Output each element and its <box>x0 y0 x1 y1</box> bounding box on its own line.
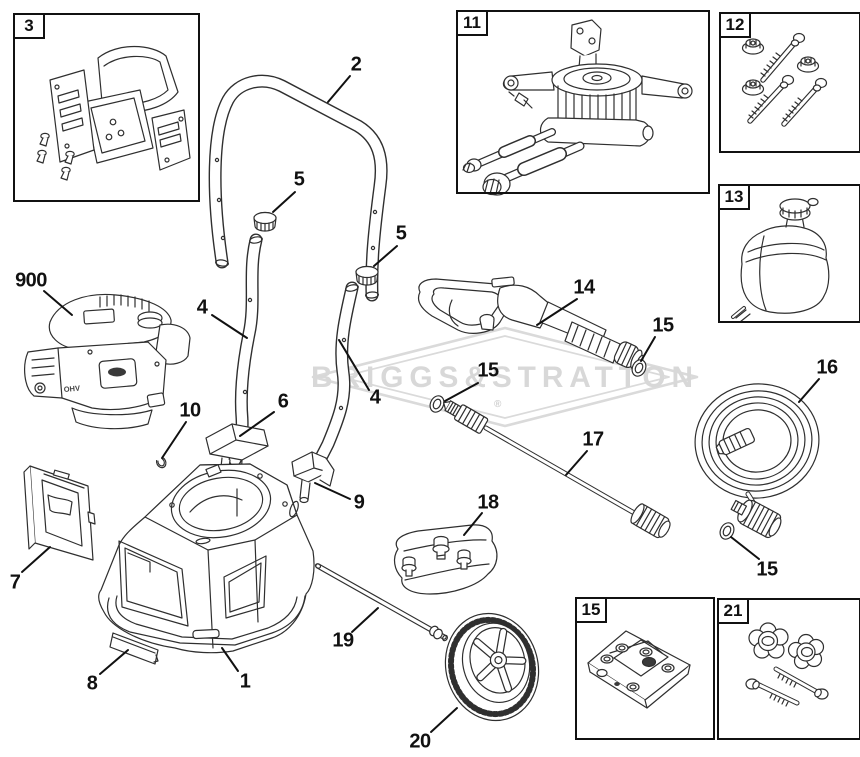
hose-illustration <box>694 383 820 539</box>
callout-spray-wand: 17 <box>582 428 604 451</box>
callout-o-ring-hose: 15 <box>756 558 778 581</box>
callout-bracket-right: 9 <box>353 491 365 514</box>
o-ring-spray-gun <box>631 359 647 377</box>
callout-cap-right: 5 <box>395 222 407 245</box>
callout-wheel: 20 <box>409 730 431 753</box>
callout-o-ring-wand: 15 <box>477 359 499 382</box>
upper-handle-illustration <box>208 74 388 302</box>
wheel-spokes <box>473 627 527 693</box>
panel-label-3: 3 <box>13 13 45 39</box>
handle-bracket-right <box>291 451 335 504</box>
o-ring-hose <box>719 522 735 540</box>
base-unit-illustration <box>98 463 315 654</box>
callout-tube-right: 4 <box>369 386 381 409</box>
panel-mounting-hardware: 12 <box>719 12 860 153</box>
callout-bracket-left: 6 <box>277 390 289 413</box>
panel-knob-bolt-kit: 21 <box>717 598 860 740</box>
engine-illustration: OHV <box>24 293 191 430</box>
panel-console-kit: 3 <box>13 13 200 202</box>
detergent-tank-illustration <box>731 197 830 323</box>
callout-axle-rod: 19 <box>332 629 354 652</box>
panel-label-21: 21 <box>717 598 749 624</box>
panel-pump-assembly: 11 <box>456 10 710 194</box>
fittings-bag-illustration <box>393 524 498 595</box>
pump-illustration <box>462 19 693 196</box>
callout-upper-handle: 2 <box>350 53 362 76</box>
panel-label-13: 13 <box>718 184 750 210</box>
callout-tube-left: 4 <box>196 296 208 319</box>
callout-o-ring-gun: 15 <box>652 314 674 337</box>
callout-fittings-bag: 18 <box>477 491 499 514</box>
handle-cap-left <box>253 211 277 232</box>
callout-retaining-clip: 10 <box>179 399 201 422</box>
support-frame-illustration <box>23 465 96 561</box>
panel-label-15: 15 <box>575 597 607 623</box>
panel-label-11: 11 <box>456 10 488 36</box>
bolts <box>747 32 828 127</box>
knob-bolt-kit-illustration <box>745 622 829 707</box>
mounting-hardware-illustration <box>741 32 828 127</box>
engine-badge-text: OHV <box>63 384 80 394</box>
carriage-bolts <box>745 666 829 707</box>
callout-foot-pad: 8 <box>86 672 98 695</box>
callout-leader-lines <box>21 75 820 733</box>
star-knob-left <box>748 622 789 659</box>
star-knob-right <box>787 633 825 670</box>
flange-nuts <box>741 38 820 96</box>
callout-spray-gun: 14 <box>573 276 595 299</box>
callout-cap-left: 5 <box>293 168 305 191</box>
foot-pad-illustration <box>109 632 159 665</box>
spray-gun-illustration <box>417 276 644 370</box>
axle-rod-illustration <box>314 563 448 642</box>
console-illustration <box>36 46 191 181</box>
panel-label-12: 12 <box>719 12 751 38</box>
callout-base-unit: 1 <box>239 670 251 693</box>
callout-hose: 16 <box>816 356 838 379</box>
watermark-registered-mark: ® <box>494 399 502 410</box>
callout-engine: 900 <box>15 269 47 292</box>
handle-cap-right <box>355 265 379 286</box>
spray-wand-illustration <box>443 400 671 539</box>
callout-support-frame: 7 <box>9 571 21 594</box>
brand-watermark: BRIGGS&STRATTON ® <box>311 326 699 428</box>
panel-nozzle-plate-kit: 15 <box>575 597 715 740</box>
bag-fittings <box>401 535 472 577</box>
plate-grommets <box>596 643 675 692</box>
wheel-illustration <box>444 612 540 722</box>
retaining-clip <box>155 457 167 469</box>
console-screws <box>36 132 75 181</box>
panel-detergent-tank: 13 <box>718 184 860 323</box>
o-ring-spray-wand <box>429 395 445 413</box>
nozzle-plate-illustration <box>587 630 691 709</box>
